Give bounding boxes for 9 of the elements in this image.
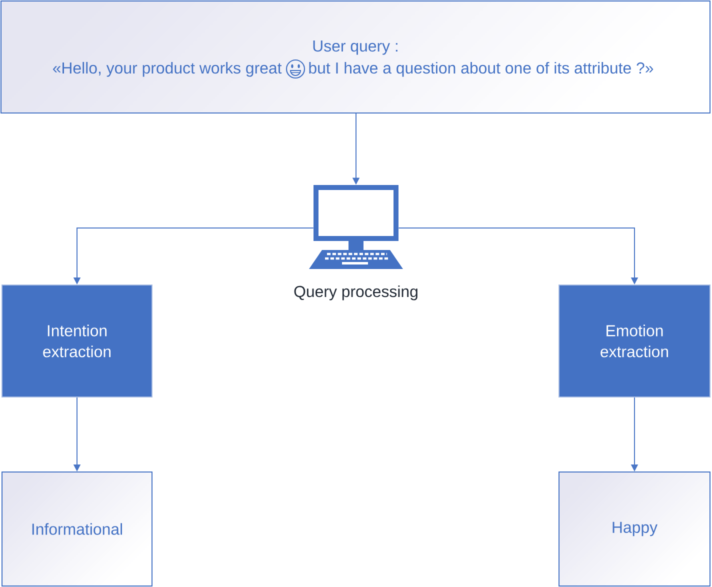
query-text: but I have a question about one of its attribute ?» (309, 62, 654, 77)
heading: User query : (313, 40, 398, 55)
process-box: Emotion extraction (558, 284, 710, 398)
query-text: «Hello, your product works great (52, 62, 282, 77)
process-box: Intention extraction (2, 284, 152, 398)
result-box: Happy (558, 472, 710, 586)
result-box: Informational (2, 472, 152, 586)
node-label: Query processing (294, 285, 418, 300)
query-box (0, 0, 710, 114)
